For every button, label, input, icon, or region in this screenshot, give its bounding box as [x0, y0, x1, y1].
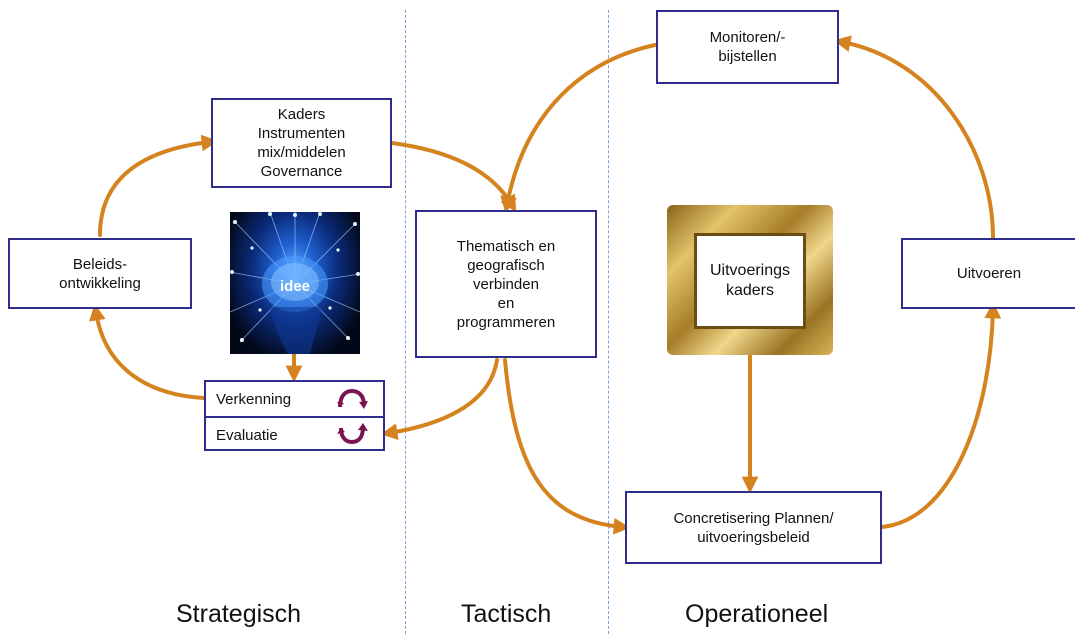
cycle-down-icon: [337, 423, 368, 445]
box-beleidsontwikkeling: Beleids- ontwikkeling: [8, 238, 192, 309]
cycle-up-icon: [337, 388, 368, 409]
box-concretisering: Concretisering Plannen/ uitvoeringsbelei…: [625, 491, 882, 564]
arrow-concretisering-to-uitvoeren: [880, 301, 1002, 529]
arrow-verkenning-to-beleid: [88, 303, 206, 400]
divider-strategisch-tactisch: [405, 10, 406, 634]
column-label-strategisch: Strategisch: [176, 600, 302, 628]
box-kaders: Kaders Instrumenten mix/middelen Governa…: [211, 98, 392, 188]
frame-text: Uitvoerings kaders: [694, 233, 806, 329]
arrow-thematisch-to-concretisering: [503, 358, 631, 535]
arrow-kaders-to-thematisch: [390, 141, 517, 213]
box-verkenning-evaluatie: Verkenning Evaluatie: [204, 380, 385, 451]
idee-brain-image: idee: [230, 212, 360, 354]
row-verkenning: Verkenning: [206, 382, 383, 418]
idee-word: idee: [279, 278, 310, 295]
column-label-tactisch: Tactisch: [461, 600, 552, 628]
column-label-operationeel: Operationeel: [685, 600, 829, 628]
divider-tactisch-operationeel: [608, 10, 609, 634]
evaluatie-label: Evaluatie: [216, 426, 278, 444]
verkenning-label: Verkenning: [216, 390, 292, 408]
box-uitvoeren: Uitvoeren: [901, 238, 1075, 309]
arrow-uitvoeren-to-monitoren: [833, 35, 995, 240]
arrow-thematisch-to-evaluatie: [380, 358, 499, 440]
box-thematisch: Thematisch en geografisch verbinden en p…: [415, 210, 597, 358]
row-evaluatie: Evaluatie: [206, 418, 383, 452]
box-monitoren: Monitoren/- bijstellen: [656, 10, 839, 84]
brain-rays-icon: [230, 212, 360, 354]
arrow-monitoren-to-thematisch: [500, 43, 657, 214]
arrow-beleid-to-kaders: [98, 134, 219, 237]
gold-frame-image: Uitvoerings kaders: [667, 205, 833, 355]
